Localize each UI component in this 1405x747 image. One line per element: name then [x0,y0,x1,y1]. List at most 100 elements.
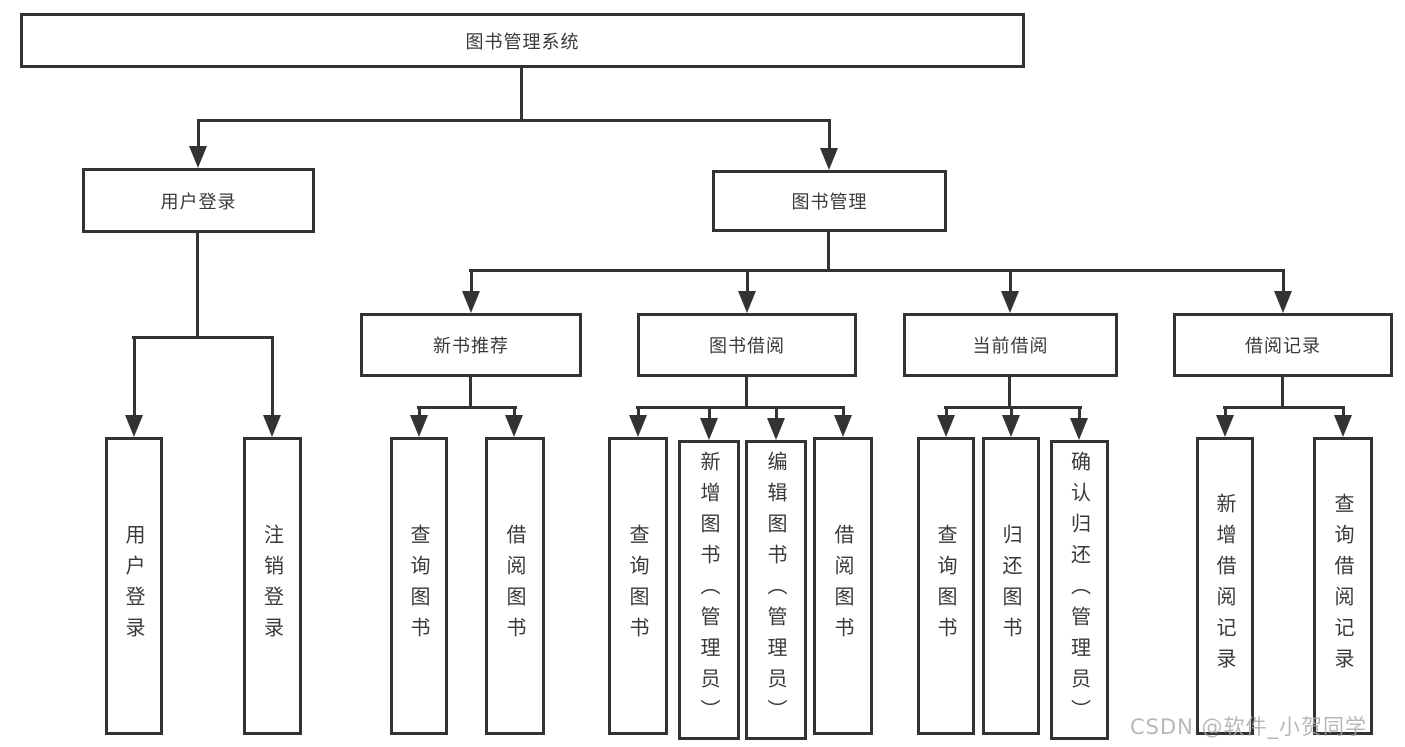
node-label: 图书借阅 [709,336,785,357]
connector-arrow [1002,406,1020,437]
connector-line [469,269,1284,272]
arrow-shaft [469,269,473,297]
node-label: 图书管理 [791,192,868,213]
leaf-edit-book-admin: 编辑图书（管理员） [745,440,807,740]
arrow-down-icon [189,146,207,168]
arrow-down-icon [1001,291,1019,313]
leaf-label: 查询图书 [626,524,650,648]
watermark: CSDN @软件_小贺同学 [1130,715,1368,739]
connector-arrow [1070,406,1088,440]
arrow-shaft [841,406,845,421]
connector-line [469,377,472,409]
connector-line [417,406,517,409]
arrow-down-icon [834,415,852,437]
leaf-label: 归还图书 [999,524,1023,648]
arrow-down-icon [1216,415,1234,437]
leaf-add-book-admin: 新增图书（管理员） [678,440,740,740]
arrow-down-icon [263,415,281,437]
leaf-confirm-return-admin: 确认归还（管理员） [1050,440,1109,740]
arrow-down-icon [410,415,428,437]
arrow-down-icon [738,291,756,313]
connector-arrow [767,406,785,440]
leaf-label: 编辑图书（管理员） [764,450,788,730]
arrow-shaft [636,406,640,421]
arrow-shaft [1009,406,1013,421]
connector-line [745,377,748,409]
connector-arrow [1216,406,1234,437]
arrow-down-icon [1002,415,1020,437]
leaf-label: 查询借阅记录 [1331,493,1355,679]
arrow-shaft [132,336,136,421]
node-borrow-records: 借阅记录 [1173,313,1393,377]
connector-line [196,233,199,339]
node-book-management-system: 图书管理系统 [20,13,1025,68]
arrow-shaft [512,406,516,421]
arrow-shaft [1008,269,1012,297]
node-label: 借阅记录 [1245,336,1321,357]
arrow-down-icon [767,418,785,440]
connector-arrow [263,336,281,437]
leaf-user-login: 用户登录 [105,437,163,735]
arrow-shaft [944,406,948,421]
arrow-down-icon [937,415,955,437]
connector-line [944,406,1082,409]
node-label: 图书管理系统 [465,31,580,53]
connector-arrow [189,119,207,168]
arrow-down-icon [820,148,838,170]
arrow-down-icon [700,418,718,440]
leaf-query-books-current: 查询图书 [917,437,975,735]
leaf-label: 用户登录 [122,524,146,648]
connector-arrow [700,406,718,440]
arrow-down-icon [125,415,143,437]
node-label: 当前借阅 [972,336,1049,357]
leaf-query-books-borrow: 查询图书 [608,437,668,735]
connector-arrow [820,119,838,170]
arrow-shaft [270,336,274,421]
arrow-shaft [1223,406,1227,421]
node-label: 新书推荐 [433,336,509,357]
leaf-borrow-books: 借阅图书 [813,437,873,735]
arrow-down-icon [462,291,480,313]
arrow-down-icon [1334,415,1352,437]
node-label: 用户登录 [160,191,237,213]
leaf-label: 借阅图书 [831,524,855,648]
arrow-shaft [196,119,200,152]
leaf-return-book: 归还图书 [982,437,1040,735]
leaf-label: 确认归还（管理员） [1067,450,1092,730]
connector-arrow [629,406,647,437]
node-book-borrow: 图书借阅 [637,313,857,377]
connector-line [827,232,830,272]
connector-line [197,119,831,122]
connector-arrow [1274,269,1292,313]
node-current-borrow: 当前借阅 [903,313,1118,377]
leaf-label: 新增图书（管理员） [697,450,721,730]
connector-line [132,336,274,339]
leaf-query-borrow-record: 查询借阅记录 [1313,437,1373,735]
arrow-shaft [1281,269,1285,297]
leaf-label: 注销登录 [260,524,285,648]
connector-arrow [738,269,756,313]
leaf-logout: 注销登录 [243,437,302,735]
arrow-down-icon [1070,418,1088,440]
connector-line [1281,377,1284,409]
leaf-label: 借阅图书 [503,524,527,648]
leaf-label: 查询图书 [407,524,431,648]
connector-arrow [410,406,428,437]
node-user-login: 用户登录 [82,168,315,233]
leaf-borrow-books-recommend: 借阅图书 [485,437,545,735]
connector-arrow [462,269,480,313]
arrow-shaft [707,406,711,424]
arrow-down-icon [505,415,523,437]
connector-arrow [125,336,143,437]
arrow-shaft [827,119,831,154]
connector-line [520,68,523,122]
node-new-book-recommend: 新书推荐 [360,313,582,377]
connector-arrow [505,406,523,437]
arrow-down-icon [1274,291,1292,313]
leaf-label: 查询图书 [934,524,958,648]
connector-arrow [1334,406,1352,437]
connector-arrow [937,406,955,437]
arrow-shaft [417,406,421,421]
arrow-shaft [1077,406,1081,424]
